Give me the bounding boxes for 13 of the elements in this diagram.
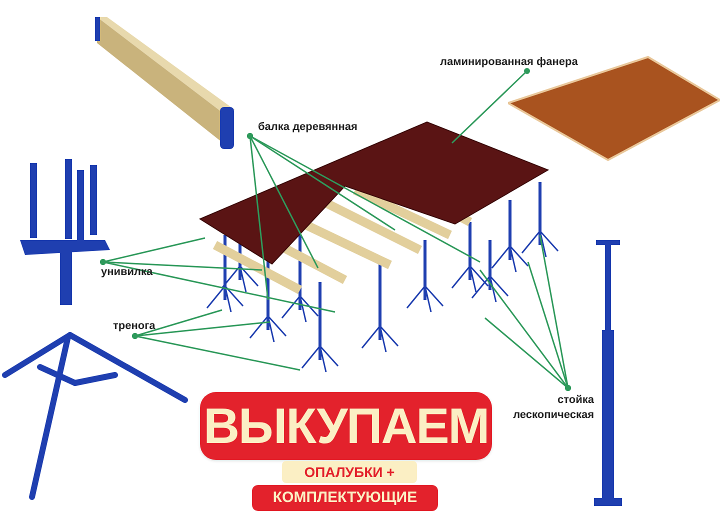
leader-line	[132, 333, 300, 371]
promo-badge: КОМПЛЕКТУЮЩИЕ	[252, 485, 438, 511]
part-label: балка деревянная	[250, 118, 380, 136]
leader-line	[247, 133, 480, 263]
part-label: тренога	[105, 316, 165, 336]
part-label: стойка лескопическая	[494, 388, 594, 426]
part-label: унивилка	[93, 262, 163, 282]
leader-line	[100, 259, 336, 313]
promo-banner: ВЫКУПАЕМ	[200, 392, 492, 460]
promo-badge: ОПАЛУБКИ +	[282, 461, 417, 483]
leader-line	[479, 270, 571, 391]
part-label: ламинированная фанера	[432, 53, 592, 71]
leader-line	[451, 68, 530, 144]
